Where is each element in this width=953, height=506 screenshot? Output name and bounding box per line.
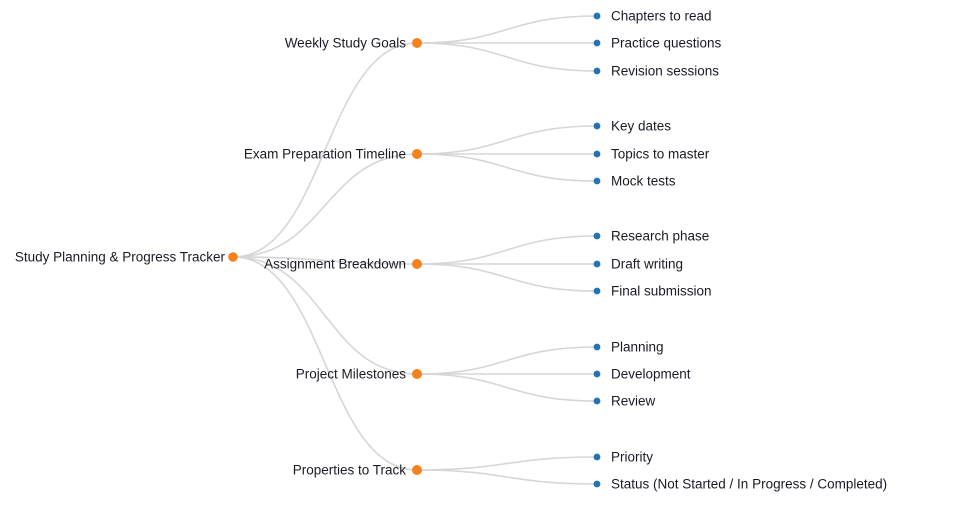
link-project-to-planning (416, 346, 598, 375)
link-root-to-properties-to-track (232, 256, 418, 471)
link-properties-to-priority (416, 456, 598, 471)
leaf-label-review[interactable]: Review (611, 394, 656, 409)
leaf-node-dot-key-dates[interactable] (593, 122, 601, 130)
leaf-label-mock-tests[interactable]: Mock tests (611, 174, 676, 189)
link-assignment-to-research-phase (416, 235, 598, 265)
label-layer: Study Planning & Progress Tracker Weekly… (15, 9, 887, 492)
leaf-label-research-phase[interactable]: Research phase (611, 229, 709, 244)
link-root-to-project-milestones (232, 256, 418, 375)
branch-node-dot-weekly-study-goals[interactable] (412, 38, 422, 48)
link-weekly-to-revision-sessions (416, 42, 598, 72)
branch-node-dot-properties-to-track[interactable] (412, 465, 422, 475)
leaf-node-dot-topics-to-master[interactable] (593, 150, 601, 158)
leaf-label-topics-to-master[interactable]: Topics to master (611, 147, 710, 162)
leaf-node-dot-practice-questions[interactable] (593, 39, 601, 47)
leaf-node-layer (593, 12, 601, 488)
leaf-label-priority[interactable]: Priority (611, 450, 653, 465)
leaf-label-key-dates[interactable]: Key dates (611, 119, 671, 134)
leaf-label-practice-questions[interactable]: Practice questions (611, 36, 722, 51)
link-root-to-weekly-study-goals (232, 42, 418, 258)
leaf-node-dot-status[interactable] (593, 480, 601, 488)
branch-label-weekly-study-goals[interactable]: Weekly Study Goals (285, 36, 407, 51)
leaf-node-dot-planning[interactable] (593, 343, 601, 351)
branch-node-dot-assignment-breakdown[interactable] (412, 259, 422, 269)
link-exam-to-key-dates (416, 125, 598, 155)
leaf-node-dot-chapters-to-read[interactable] (593, 12, 601, 20)
leaf-label-chapters-to-read[interactable]: Chapters to read (611, 9, 712, 24)
leaf-node-dot-development[interactable] (593, 370, 601, 378)
leaf-label-revision-sessions[interactable]: Revision sessions (611, 64, 719, 79)
branch-label-project-milestones[interactable]: Project Milestones (296, 367, 407, 382)
branch-node-dot-exam-prep-timeline[interactable] (412, 149, 422, 159)
leaf-label-draft-writing[interactable]: Draft writing (611, 257, 683, 272)
leaf-node-dot-final-submission[interactable] (593, 287, 601, 295)
link-root-to-assignment-breakdown (232, 256, 418, 265)
branch-node-dot-project-milestones[interactable] (412, 369, 422, 379)
link-project-to-review (416, 373, 598, 402)
link-properties-to-status (416, 469, 598, 485)
leaf-label-planning[interactable]: Planning (611, 340, 664, 355)
link-weekly-to-chapters-to-read (416, 15, 598, 44)
branch-label-exam-prep-timeline[interactable]: Exam Preparation Timeline (244, 147, 406, 162)
branch-label-assignment-breakdown[interactable]: Assignment Breakdown (264, 257, 406, 272)
link-exam-to-mock-tests (416, 153, 598, 182)
link-root-to-exam-prep-timeline (232, 153, 418, 258)
leaf-node-dot-priority[interactable] (593, 453, 601, 461)
leaf-node-dot-research-phase[interactable] (593, 232, 601, 240)
link-layer (232, 15, 598, 485)
branch-node-layer (228, 38, 422, 475)
leaf-label-final-submission[interactable]: Final submission (611, 284, 712, 299)
leaf-label-development[interactable]: Development (611, 367, 691, 382)
leaf-node-dot-mock-tests[interactable] (593, 177, 601, 185)
link-assignment-to-final-submission (416, 263, 598, 292)
leaf-node-dot-review[interactable] (593, 397, 601, 405)
root-node-label[interactable]: Study Planning & Progress Tracker (15, 250, 226, 265)
leaf-node-dot-revision-sessions[interactable] (593, 67, 601, 75)
branch-label-properties-to-track[interactable]: Properties to Track (293, 463, 407, 478)
root-node-dot[interactable] (228, 252, 238, 262)
leaf-label-status[interactable]: Status (Not Started / In Progress / Comp… (611, 477, 887, 492)
leaf-node-dot-draft-writing[interactable] (593, 260, 601, 268)
